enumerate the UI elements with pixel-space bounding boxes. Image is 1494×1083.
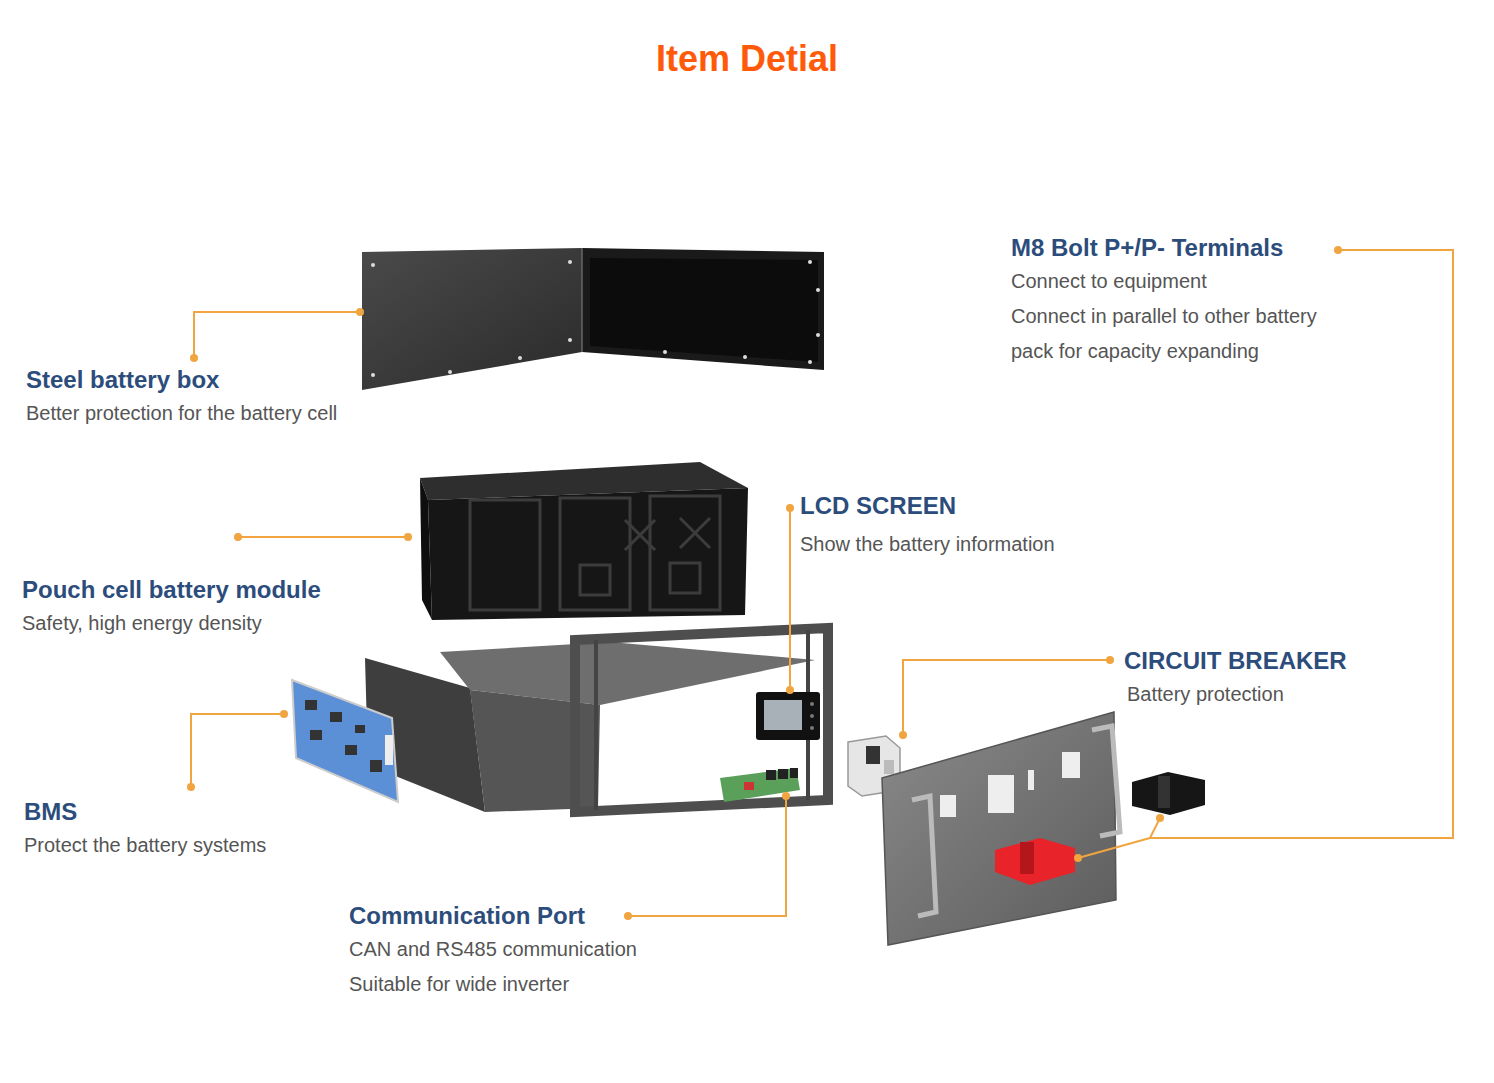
steel-box <box>362 248 824 390</box>
pouch-module <box>420 462 748 620</box>
part-name: LCD SCREEN <box>800 492 956 520</box>
part-name: M8 Bolt P+/P- Terminals <box>1011 234 1283 262</box>
part-name: BMS <box>24 798 77 826</box>
page-title: Item Detial <box>656 38 838 80</box>
part-note: Connect to equipment <box>1011 264 1341 299</box>
bms-board <box>292 680 398 802</box>
part-note: CAN and RS485 communication <box>349 932 769 967</box>
part-name: Steel battery box <box>26 366 219 394</box>
part-note: Battery protection <box>1127 677 1467 712</box>
chassis-tray <box>365 628 828 812</box>
part-note: Connect in parallel to other battery pac… <box>1011 299 1331 369</box>
communication-board <box>720 768 800 802</box>
part-note: Suitable for wide inverter <box>349 967 769 1002</box>
part-note: Show the battery information <box>800 527 1200 562</box>
leader-dots <box>187 246 1342 920</box>
part-name: Communication Port <box>349 902 585 930</box>
part-name: CIRCUIT BREAKER <box>1124 647 1347 675</box>
part-note: Safety, high energy density <box>22 606 422 641</box>
part-note: Protect the battery systems <box>24 828 424 863</box>
leader-lines <box>191 250 1453 916</box>
terminals <box>995 772 1205 885</box>
part-name: Pouch cell battery module <box>22 576 321 604</box>
lcd-screen <box>756 692 820 740</box>
part-note: Better protection for the battery cell <box>26 396 466 431</box>
front-panel <box>882 712 1120 945</box>
